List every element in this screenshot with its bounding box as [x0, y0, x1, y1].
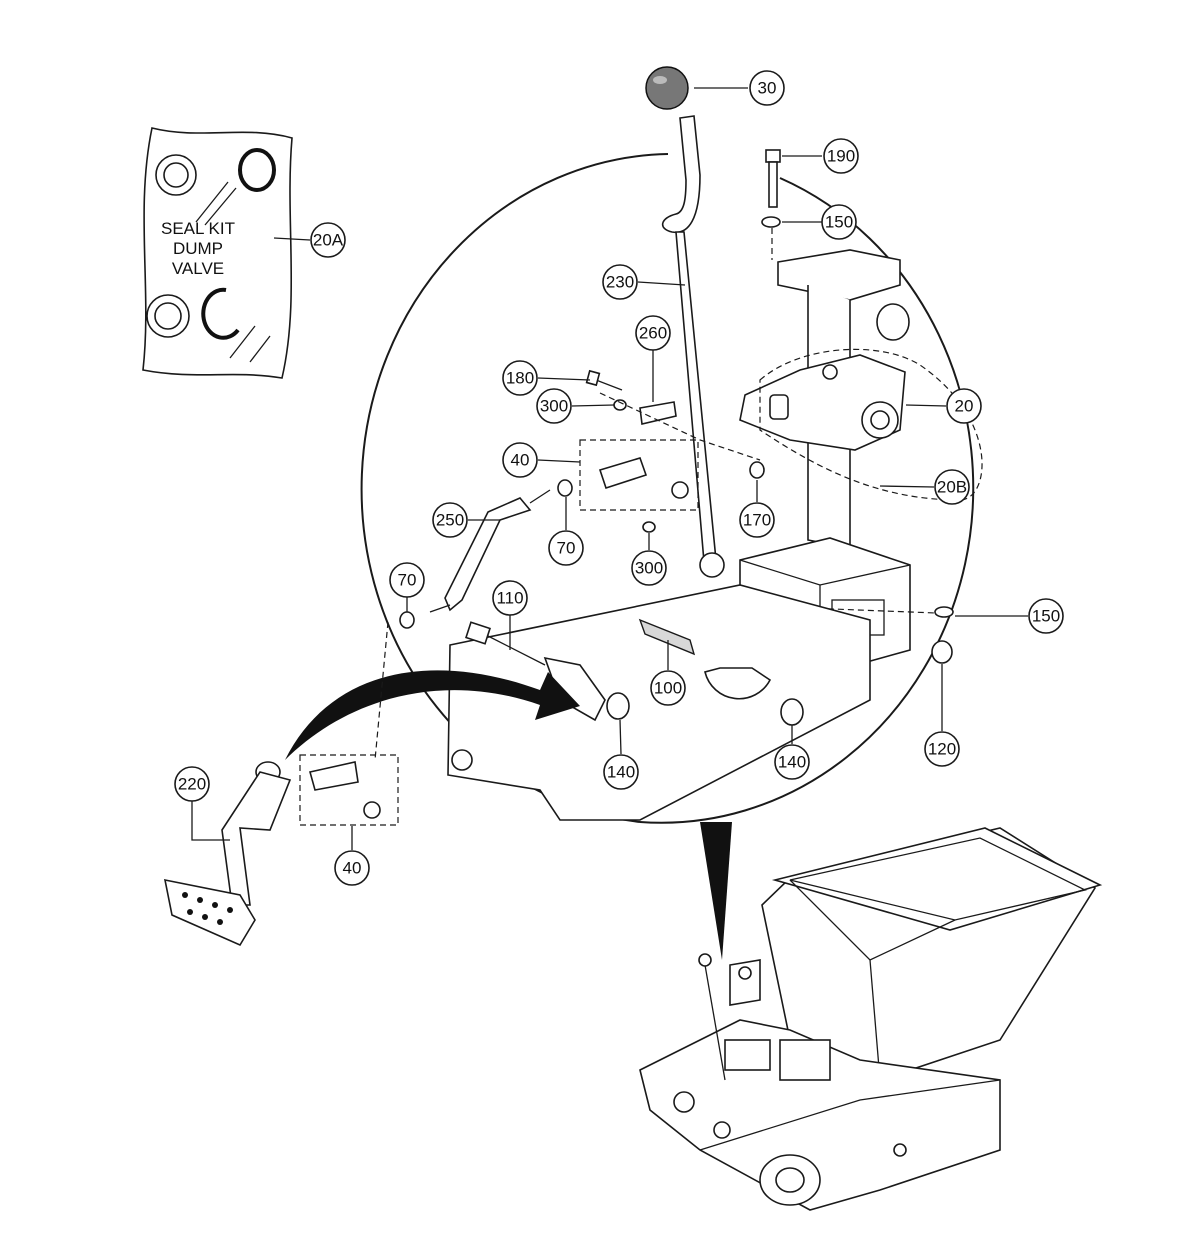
callout-140-left: 140: [603, 754, 639, 790]
bolt-190: [761, 149, 781, 260]
svg-text:150: 150: [1032, 607, 1060, 626]
callout-150-top: 150: [821, 204, 857, 240]
callout-70-left: 70: [389, 562, 425, 598]
washer-150: [934, 606, 954, 618]
svg-text:20B: 20B: [937, 478, 967, 497]
pedal-220: [163, 621, 389, 947]
callout-140-right: 140: [774, 744, 810, 780]
svg-text:170: 170: [743, 511, 771, 530]
callout-150-right: 150: [1028, 598, 1064, 634]
callout-20a: 20A: [310, 222, 346, 258]
svg-text:40: 40: [511, 451, 530, 470]
callout-230: 230: [602, 264, 638, 300]
callout-20b: 20B: [934, 469, 970, 505]
knob: [645, 66, 689, 110]
control-lever: [661, 115, 725, 578]
svg-text:40: 40: [343, 859, 362, 878]
callout-260: 260: [635, 315, 671, 351]
svg-text:70: 70: [398, 571, 417, 590]
seal-kit-line2: DUMP: [173, 239, 223, 258]
seal-kit-line3: VALVE: [172, 259, 224, 278]
linkage-plate: [585, 369, 761, 461]
valve-assembly: [739, 249, 983, 549]
svg-text:140: 140: [778, 753, 806, 772]
svg-text:70: 70: [557, 539, 576, 558]
bolt-110: [465, 621, 630, 722]
nut-120: [931, 640, 953, 664]
callout-40-upper: 40: [502, 442, 538, 478]
callout-100: 100: [650, 670, 686, 706]
svg-text:250: 250: [436, 511, 464, 530]
callout-40-lower: 40: [334, 850, 370, 886]
motion-arrow: [285, 670, 580, 760]
callout-170: 170: [739, 502, 775, 538]
pointer-wedge: [700, 822, 732, 960]
dumper-machine: [639, 827, 1103, 1211]
callout-300-lower: 300: [631, 550, 667, 586]
rod-250: [399, 479, 573, 629]
nut-140: [780, 698, 804, 726]
svg-text:120: 120: [928, 740, 956, 759]
svg-text:20A: 20A: [313, 231, 344, 250]
callout-110: 110: [492, 580, 528, 616]
clevis-group-upper: [579, 439, 765, 533]
callout-20: 20: [946, 388, 982, 424]
svg-text:140: 140: [607, 763, 635, 782]
svg-text:230: 230: [606, 273, 634, 292]
svg-text:190: 190: [827, 147, 855, 166]
seal-kit-bag: SEAL KIT DUMP VALVE: [142, 127, 293, 379]
svg-text:180: 180: [506, 369, 534, 388]
callout-120: 120: [924, 731, 960, 767]
callout-30: 30: [749, 70, 785, 106]
seal-kit-line1: SEAL KIT: [161, 219, 235, 238]
leader-lines: [191, 87, 1028, 850]
callout-70-mid: 70: [548, 530, 584, 566]
callout-300-upper: 300: [536, 388, 572, 424]
clevis-group-lower: [299, 754, 399, 826]
callout-250: 250: [432, 502, 468, 538]
svg-text:220: 220: [178, 775, 206, 794]
svg-text:20: 20: [955, 397, 974, 416]
svg-text:260: 260: [639, 324, 667, 343]
svg-text:110: 110: [496, 589, 523, 608]
callout-190: 190: [823, 138, 859, 174]
svg-text:30: 30: [758, 79, 777, 98]
svg-text:100: 100: [654, 679, 682, 698]
svg-text:300: 300: [635, 559, 663, 578]
callout-220: 220: [174, 766, 210, 802]
svg-text:150: 150: [825, 213, 853, 232]
callout-180: 180: [502, 360, 538, 396]
svg-text:300: 300: [540, 397, 568, 416]
